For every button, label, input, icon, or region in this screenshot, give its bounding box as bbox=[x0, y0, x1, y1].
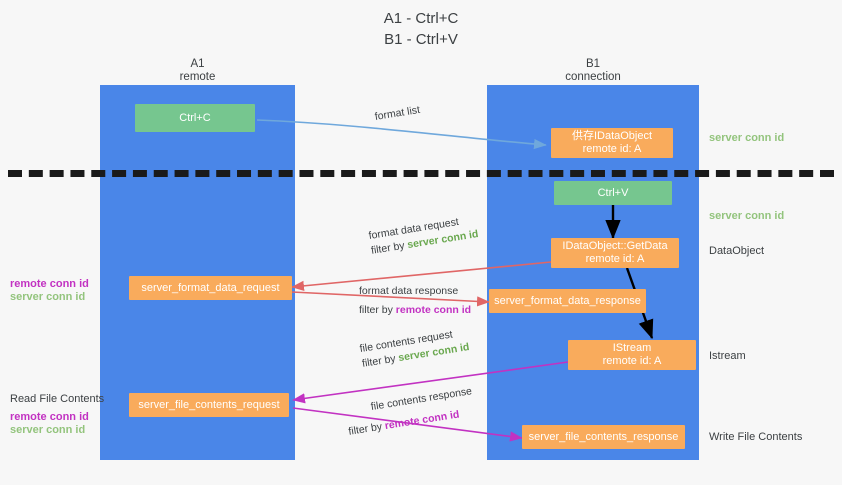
node-server-format-data-response[interactable]: server_format_data_response bbox=[489, 289, 646, 313]
node-server-format-data-response-label: server_format_data_response bbox=[494, 294, 641, 307]
annotation-left-remote-conn-id-1: remote conn id bbox=[10, 278, 89, 290]
column-header-b1-name: B1 bbox=[585, 58, 601, 70]
filter-value-remote-conn-id: remote conn id bbox=[395, 304, 472, 316]
node-server-format-data-request[interactable]: server_format_data_request bbox=[129, 276, 292, 300]
node-server-file-contents-request[interactable]: server_file_contents_request bbox=[129, 393, 289, 417]
annotation-right-istream: Istream bbox=[709, 350, 746, 362]
annotation-left-remote-conn-id-2: remote conn id bbox=[10, 411, 89, 423]
node-server-file-contents-request-label: server_file_contents_request bbox=[138, 398, 280, 411]
annotation-right-server-conn-id-mid: server conn id bbox=[709, 210, 785, 222]
node-getdata-label: IDataObject::GetData bbox=[562, 240, 668, 252]
node-ctrl-c[interactable]: Ctrl+C bbox=[135, 104, 255, 132]
node-server-file-contents-response[interactable]: server_file_contents_response bbox=[522, 425, 685, 449]
filter-prefix: filter by bbox=[347, 420, 386, 438]
node-istream-sub: remote id: A bbox=[602, 355, 662, 367]
column-header-a1-sub: remote bbox=[179, 71, 216, 83]
node-ctrl-v[interactable]: Ctrl+V bbox=[554, 181, 672, 205]
annotation-right-server-conn-id-top: server conn id bbox=[709, 132, 785, 144]
annotation-left-server-conn-id-1: server conn id bbox=[10, 291, 86, 303]
edge-label-file-contents-response: file contents response filter by remote … bbox=[344, 384, 476, 440]
page-title: A1 - Ctrl+C B1 - Ctrl+V bbox=[383, 10, 459, 48]
column-header-b1: B1 connection bbox=[487, 58, 699, 84]
annotation-right-dataobject: DataObject bbox=[709, 245, 765, 257]
annotation-left-read-file-contents: Read File Contents bbox=[10, 393, 105, 405]
node-ctrl-v-label: Ctrl+V bbox=[597, 186, 629, 199]
edge-label-format-data-request: format data request filter by server con… bbox=[368, 212, 480, 259]
node-ctrl-c-label: Ctrl+C bbox=[179, 111, 211, 124]
edge-label-format-data-response: format data response filter by remote co… bbox=[359, 284, 471, 318]
filter-value-remote-conn-id: remote conn id bbox=[383, 408, 461, 433]
node-server-format-data-request-label: server_format_data_request bbox=[141, 281, 280, 294]
node-idataobject-label: 供存IDataObject bbox=[571, 130, 653, 142]
node-istream-label: IStream bbox=[612, 342, 652, 354]
edge-label-file-contents-request: file contents request filter by server c… bbox=[359, 325, 471, 372]
edge-label-format-list: format list bbox=[374, 103, 421, 125]
node-getdata-sub: remote id: A bbox=[585, 253, 645, 265]
filter-prefix: filter by bbox=[359, 304, 396, 316]
edge-label-format-data-response-filter: filter by remote conn id bbox=[359, 303, 471, 318]
annotation-left-server-conn-id-2: server conn id bbox=[10, 424, 86, 436]
edge-label-format-data-response-line1: format data response bbox=[359, 285, 459, 297]
annotation-right-write-file-contents: Write File Contents bbox=[709, 431, 803, 443]
column-header-a1-name: A1 bbox=[190, 58, 205, 70]
edge-label-format-list-line1: format list bbox=[373, 103, 421, 123]
column-header-a1: A1 remote bbox=[100, 58, 295, 84]
node-istream[interactable]: IStream remote id: A bbox=[568, 340, 696, 370]
column-header-b1-sub: connection bbox=[565, 71, 621, 83]
node-server-file-contents-response-label: server_file_contents_response bbox=[528, 430, 679, 443]
node-idataobject[interactable]: 供存IDataObject remote id: A bbox=[551, 128, 673, 158]
phase-divider bbox=[8, 170, 834, 177]
node-idataobject-getdata[interactable]: IDataObject::GetData remote id: A bbox=[551, 238, 679, 268]
node-idataobject-sub: remote id: A bbox=[582, 143, 642, 155]
